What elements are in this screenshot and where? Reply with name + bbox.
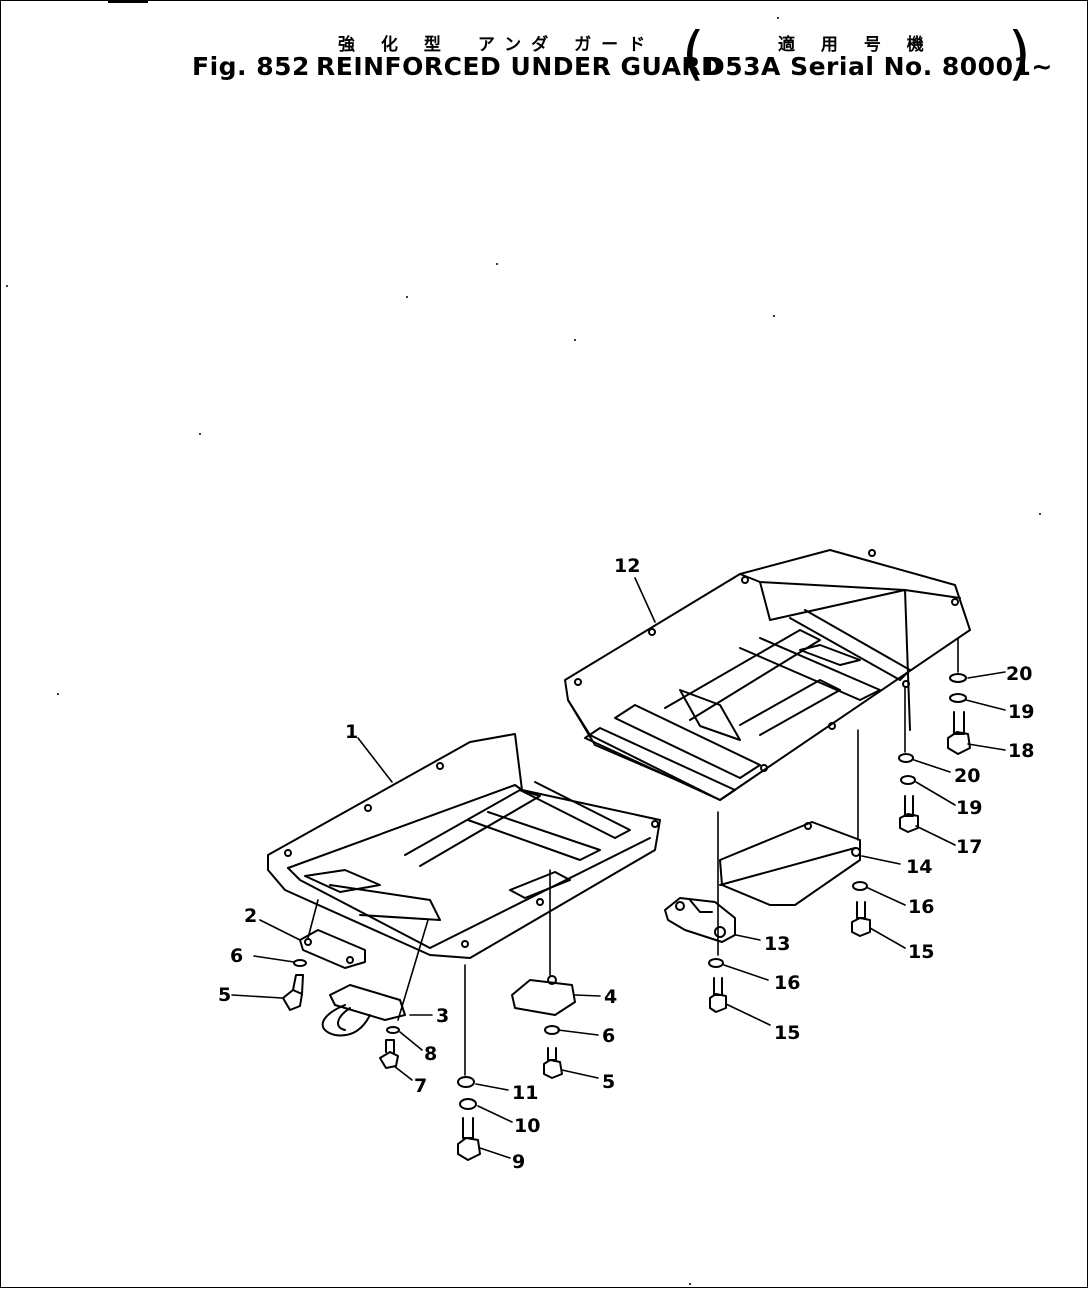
under-guard-front [267,733,661,959]
callout-13: 13 [764,933,790,955]
cover-plate-14 [719,821,861,906]
assembly-lines [307,637,959,1076]
paren-close: ) [1008,19,1031,87]
callout-12: 12 [614,555,640,577]
callout-19-mid: 19 [956,797,982,819]
callout-18: 18 [1008,740,1034,762]
callout-5-left: 5 [218,984,231,1006]
callout-20-top: 20 [1006,663,1032,685]
callout-2: 2 [244,905,257,927]
callout-17: 17 [956,836,982,858]
paren-open: ( [682,19,705,87]
callout-15-lower: 15 [774,1022,800,1044]
callout-19-top: 19 [1008,701,1034,723]
callout-16-right: 16 [908,896,934,918]
callout-8: 8 [424,1043,437,1065]
fasteners [282,673,971,1161]
callout-11: 11 [512,1082,538,1104]
callout-10: 10 [514,1115,540,1137]
callout-20-mid: 20 [954,765,980,787]
callout-14: 14 [906,856,932,878]
callout-3: 3 [436,1005,449,1027]
callout-5-right: 5 [602,1071,615,1093]
japanese-applicable-label: 適 用 号 機 [778,35,934,55]
callout-7: 7 [414,1075,427,1097]
scan-specks [6,17,1041,1285]
figure-number: Fig. 852 [192,52,310,81]
callout-15-right: 15 [908,941,934,963]
corner-mark [108,0,148,3]
under-guard-rear [564,549,971,801]
callout-6-left: 6 [230,945,243,967]
japanese-title: 強 化 型 アンダ ガード [338,35,656,55]
cover-plate-4 [511,975,576,1016]
cover-plate-3 [321,984,406,1037]
callout-16-lower: 16 [774,972,800,994]
callout-4: 4 [604,986,617,1008]
serial-info: D53A Serial No. 80001~ [704,52,1053,81]
bracket-13 [664,897,736,943]
leader-lines [231,577,1006,1159]
callout-9: 9 [512,1151,525,1173]
callout-1: 1 [345,721,358,743]
callout-6-right: 6 [602,1025,615,1047]
cover-plate-2 [299,929,366,969]
figure-title: REINFORCED UNDER GUARD [316,52,723,81]
